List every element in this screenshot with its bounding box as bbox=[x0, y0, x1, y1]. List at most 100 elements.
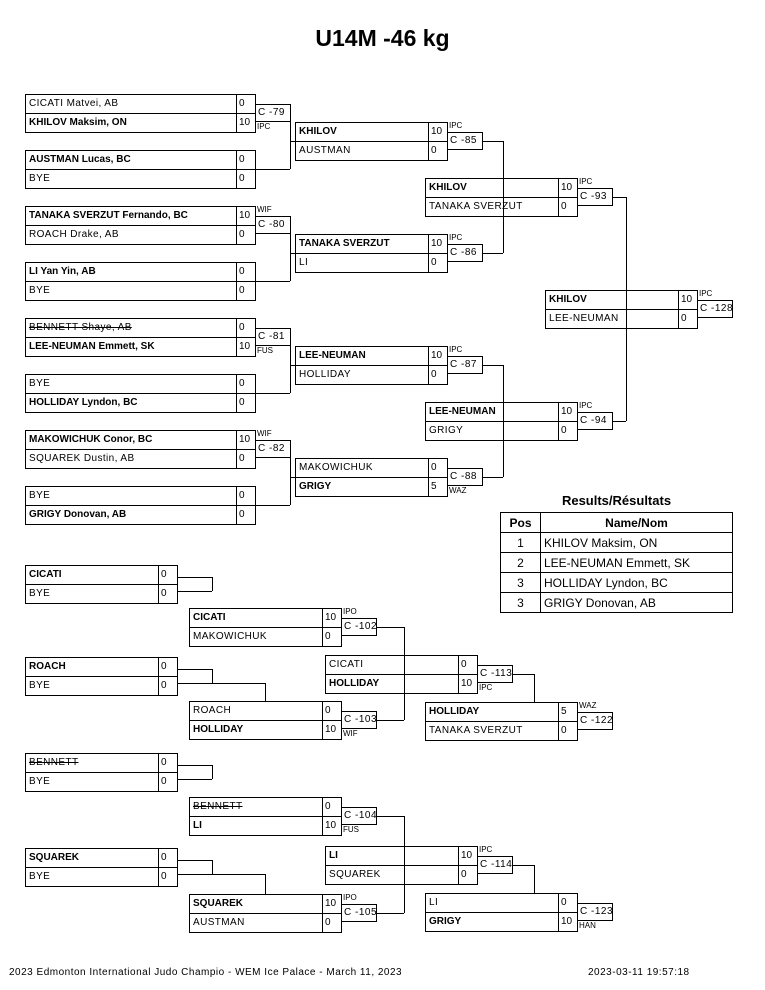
competitor-name: HOLLIDAY bbox=[189, 720, 323, 740]
results-header-pos: Pos bbox=[500, 512, 541, 533]
results-pos: 2 bbox=[500, 552, 541, 573]
competitor-score: 0 bbox=[236, 393, 256, 413]
connector-line bbox=[534, 865, 535, 893]
connector-line bbox=[377, 720, 404, 721]
competitor-name: HOLLIDAY bbox=[295, 365, 429, 385]
results-pos: 3 bbox=[500, 572, 541, 593]
results-row: 2 LEE-NEUMAN Emmett, SK bbox=[500, 552, 733, 573]
competitor-score: 0 bbox=[428, 458, 448, 478]
connector-line bbox=[178, 765, 212, 766]
win-type-label: IPO bbox=[343, 607, 357, 616]
competitor-score: 0 bbox=[322, 797, 342, 817]
connector-line bbox=[404, 627, 405, 720]
competitor-name: TANAKA SVERZUT Fernando, BC bbox=[25, 206, 237, 226]
competitor-name: BENNETT Shaye, AB bbox=[25, 318, 237, 338]
match-number: C -105 bbox=[341, 904, 377, 922]
competitor-score: 10 bbox=[678, 290, 698, 310]
results-row: 1 KHILOV Maksim, ON bbox=[500, 532, 733, 553]
win-type-label: IPC bbox=[479, 845, 493, 854]
win-type-label: IPO bbox=[343, 893, 357, 902]
connector-line bbox=[377, 627, 404, 628]
connector-line bbox=[178, 683, 265, 684]
competitor-score: 0 bbox=[458, 865, 478, 885]
match-number: C -128 bbox=[697, 300, 733, 318]
results-header-name: Name/Nom bbox=[540, 512, 733, 533]
competitor-score: 10 bbox=[558, 178, 578, 198]
match-number: C -114 bbox=[477, 856, 513, 874]
competitor-name: TANAKA SVERZUT bbox=[295, 234, 429, 254]
competitor-name: CICATI bbox=[325, 655, 459, 675]
competitor-score: 10 bbox=[236, 113, 256, 133]
competitor-score: 0 bbox=[236, 505, 256, 525]
connector-line bbox=[377, 816, 404, 817]
competitor-name: MAKOWICHUK bbox=[295, 458, 429, 478]
competitor-name: MAKOWICHUK bbox=[189, 627, 323, 647]
competitor-name: CICATI bbox=[25, 565, 159, 585]
competitor-name: KHILOV bbox=[425, 178, 559, 198]
match-number: C -86 bbox=[447, 244, 483, 262]
match-number: C -93 bbox=[577, 188, 613, 206]
connector-line bbox=[178, 860, 212, 861]
competitor-name: SQUAREK bbox=[25, 848, 159, 868]
match-number: C -87 bbox=[447, 356, 483, 374]
win-type-label: IPC bbox=[479, 683, 493, 692]
competitor-score: 10 bbox=[458, 846, 478, 866]
competitor-score: 0 bbox=[236, 262, 256, 282]
competitor-name: LEE-NEUMAN bbox=[295, 346, 429, 366]
connector-line bbox=[404, 816, 405, 913]
match-number: C -79 bbox=[255, 104, 291, 122]
competitor-name: SQUAREK bbox=[325, 865, 459, 885]
connector-line bbox=[178, 669, 212, 670]
connector-line bbox=[178, 591, 212, 592]
competitor-name: LI bbox=[295, 253, 429, 273]
competitor-score: 10 bbox=[428, 234, 448, 254]
competitor-score: 10 bbox=[322, 608, 342, 628]
connector-line bbox=[483, 141, 503, 142]
results-name: HOLLIDAY Lyndon, BC bbox=[540, 572, 733, 593]
competitor-name: BENNETT bbox=[189, 797, 323, 817]
match-number: C -82 bbox=[255, 440, 291, 458]
connector-line bbox=[503, 141, 504, 253]
results-table: Pos Name/Nom 1 KHILOV Maksim, ON 2 LEE-N… bbox=[500, 512, 733, 613]
competitor-name: LEE-NEUMAN Emmett, SK bbox=[25, 337, 237, 357]
win-type-label: FUS bbox=[257, 346, 273, 355]
competitor-score: 0 bbox=[236, 150, 256, 170]
match-number: C -113 bbox=[477, 665, 513, 683]
connector-line bbox=[534, 674, 535, 702]
results-name: GRIGY Donovan, AB bbox=[540, 592, 733, 613]
connector-line bbox=[513, 865, 534, 866]
competitor-name: ROACH bbox=[189, 701, 323, 721]
connector-line bbox=[290, 365, 295, 366]
competitor-score: 0 bbox=[158, 772, 178, 792]
connector-line bbox=[255, 505, 290, 506]
win-type-label: WIF bbox=[343, 729, 358, 738]
competitor-name: BYE bbox=[25, 281, 237, 301]
competitor-score: 0 bbox=[428, 365, 448, 385]
connector-line bbox=[178, 874, 265, 875]
results-name: LEE-NEUMAN Emmett, SK bbox=[540, 552, 733, 573]
competitor-name: TANAKA SVERZUT bbox=[425, 721, 559, 741]
connector-line bbox=[212, 860, 213, 874]
competitor-score: 0 bbox=[428, 141, 448, 161]
competitor-score: 0 bbox=[322, 627, 342, 647]
connector-line bbox=[377, 913, 404, 914]
connector-line bbox=[513, 674, 534, 675]
competitor-score: 0 bbox=[322, 913, 342, 933]
connector-line bbox=[212, 669, 213, 683]
competitor-name: HOLLIDAY bbox=[425, 702, 559, 722]
win-type-label: IPC bbox=[579, 177, 593, 186]
competitor-name: MAKOWICHUK Conor, BC bbox=[25, 430, 237, 450]
competitor-name: BYE bbox=[25, 169, 237, 189]
match-number: C -102 bbox=[341, 618, 377, 636]
competitor-name: GRIGY bbox=[425, 912, 559, 932]
match-number: C -88 bbox=[447, 468, 483, 486]
competitor-name: HOLLIDAY bbox=[325, 674, 459, 694]
connector-line bbox=[255, 281, 290, 282]
results-pos: 1 bbox=[500, 532, 541, 553]
connector-line bbox=[626, 197, 627, 421]
competitor-score: 0 bbox=[322, 701, 342, 721]
competitor-score: 10 bbox=[428, 122, 448, 142]
competitor-name: AUSTMAN bbox=[189, 913, 323, 933]
competitor-name: TANAKA SVERZUT bbox=[425, 197, 559, 217]
competitor-score: 0 bbox=[236, 169, 256, 189]
